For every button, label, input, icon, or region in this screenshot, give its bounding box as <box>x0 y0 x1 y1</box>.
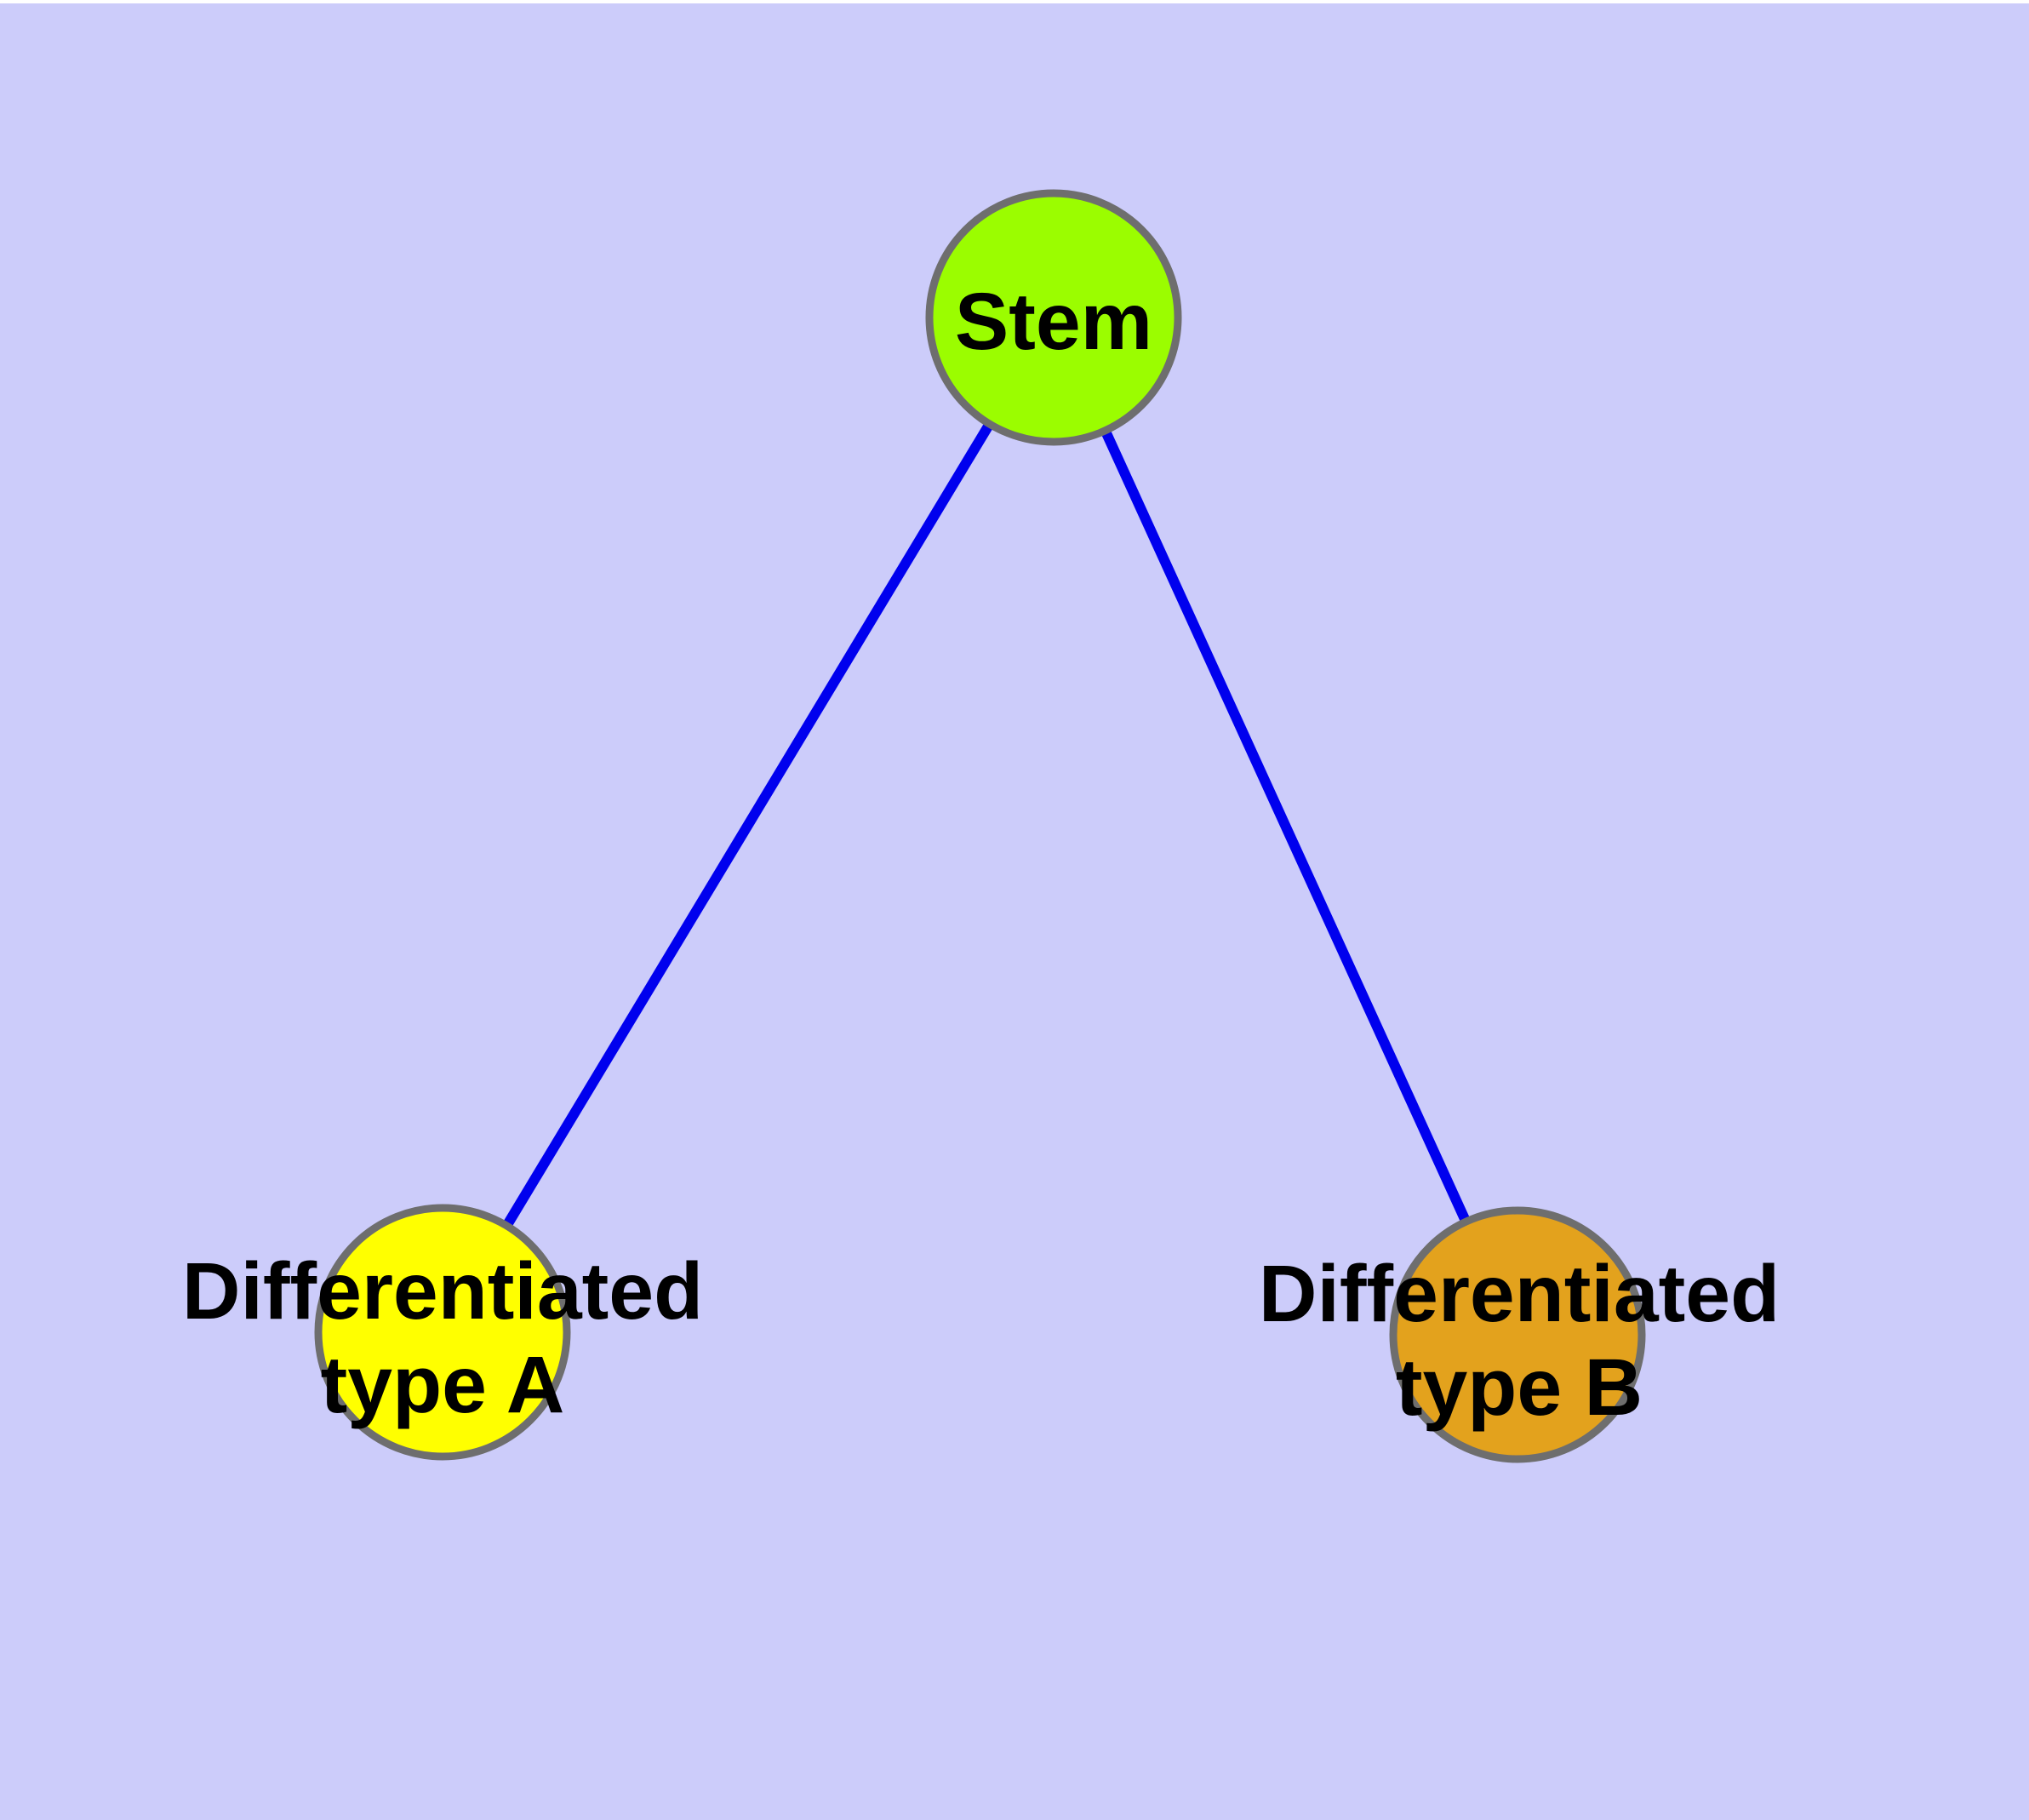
node-differentiated-type-a <box>314 1204 571 1461</box>
node-stem-label: Stem <box>955 277 1152 367</box>
node-stem <box>925 189 1182 446</box>
node-type-a-label-line2: type A <box>321 1340 565 1430</box>
edge-stem-to-type-b <box>1049 315 1523 1337</box>
edge-stem-to-type-a <box>437 314 1059 1336</box>
node-type-b-label-line2: type B <box>1396 1342 1643 1433</box>
node-type-a-label-line1: Differentiated <box>182 1246 703 1336</box>
node-type-b-label-line1: Differentiated <box>1259 1249 1780 1339</box>
node-differentiated-type-b <box>1389 1206 1646 1463</box>
